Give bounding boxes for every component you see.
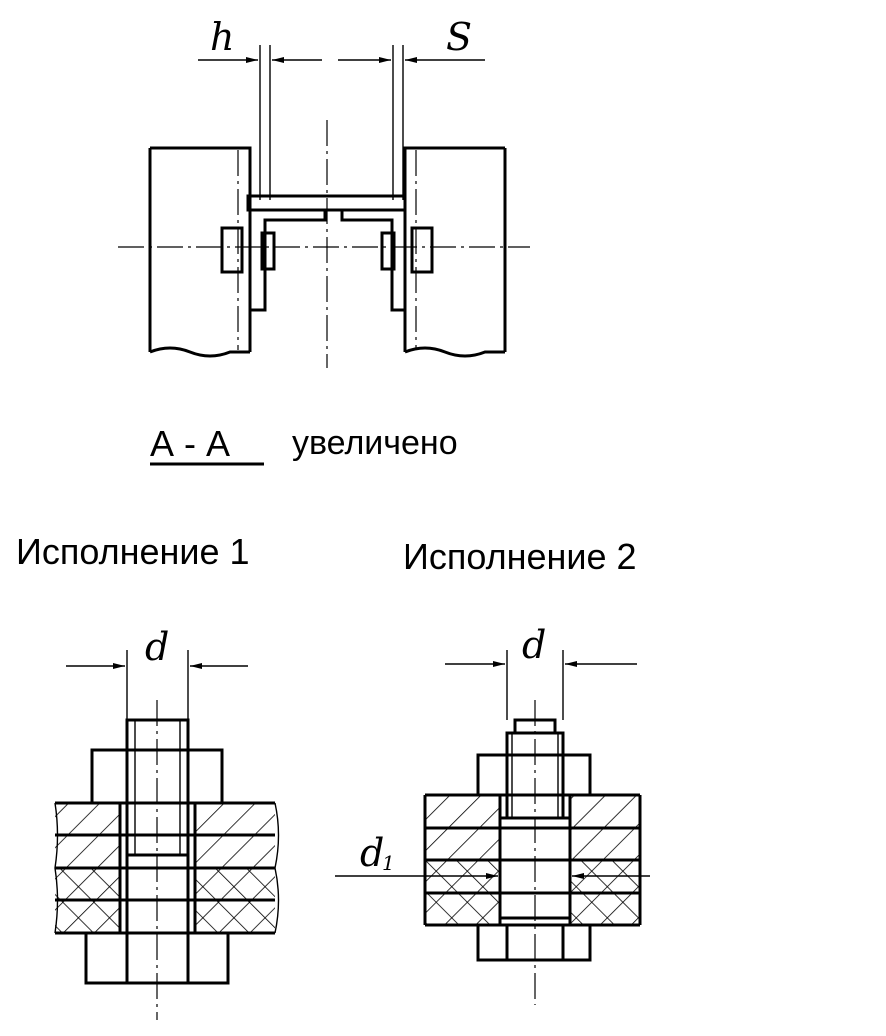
dim-label-s: S: [446, 15, 472, 59]
section-mark: А - А: [150, 423, 230, 464]
v2-dim-label-d1: d: [360, 831, 384, 875]
dimension-s: S: [338, 15, 485, 200]
right-bracket: [340, 208, 405, 312]
right-wall: [403, 146, 507, 358]
top-view: h S: [118, 15, 530, 368]
dim-label-h: h: [210, 15, 234, 59]
section-title: А - А увеличено: [150, 423, 458, 466]
v2-dim-label-d: d: [522, 623, 546, 667]
right-nut: [410, 226, 434, 274]
right-washer: [380, 231, 396, 271]
v2-top-nut: [476, 753, 592, 797]
v2-bolt-head: [476, 923, 592, 962]
variant-2-drawing: d d 1: [335, 623, 650, 1005]
left-washer: [260, 231, 276, 271]
dimension-h: h: [198, 15, 322, 200]
variant-1-drawing: d: [54, 625, 280, 1020]
v2-dim-label-d1-sub: 1: [382, 851, 395, 875]
variant-1-title: Исполнение 1: [16, 531, 250, 572]
left-bracket: [250, 208, 327, 312]
variant-2-title: Исполнение 2: [403, 536, 637, 577]
v1-dim-label-d: d: [145, 625, 169, 669]
left-nut: [220, 226, 244, 274]
section-suffix: увеличено: [292, 424, 458, 462]
left-wall: [148, 146, 252, 358]
